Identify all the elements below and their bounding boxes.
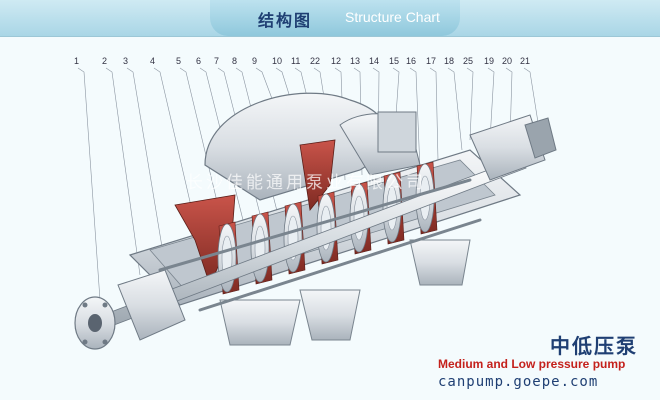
leader-line <box>153 67 201 246</box>
website-url: canpump.goepe.com <box>438 374 599 390</box>
leader-line <box>466 67 474 141</box>
part-number-3: 3 <box>123 56 129 66</box>
leader-line <box>179 67 226 236</box>
part-number-22: 22 <box>310 56 321 66</box>
pump-feet <box>219 239 471 346</box>
part-number-4: 4 <box>150 56 156 66</box>
part-number-20: 20 <box>502 56 513 66</box>
bearing-housing-left <box>117 269 186 341</box>
outlet-casing <box>204 92 421 201</box>
suction-chamber <box>174 139 336 287</box>
leader-line <box>487 67 495 141</box>
header-bar: 结构图 Structure Chart <box>0 0 660 37</box>
leader-line <box>505 67 513 141</box>
leader-line <box>392 67 400 131</box>
title-english: Structure Chart <box>345 9 440 25</box>
leader-line <box>105 67 141 276</box>
leader-line <box>447 67 463 151</box>
part-number-11: 11 <box>291 56 301 66</box>
part-number-14: 14 <box>369 56 380 66</box>
part-number-1: 1 <box>74 56 80 66</box>
leader-line <box>409 67 421 171</box>
product-name-english: Medium and Low pressure pump <box>438 357 626 371</box>
impeller-stage <box>283 201 306 275</box>
part-number-12: 12 <box>331 56 342 66</box>
part-number-5: 5 <box>176 56 182 66</box>
coupling-flange-left <box>74 296 116 350</box>
part-number-17: 17 <box>426 56 437 66</box>
part-number-9: 9 <box>252 56 258 66</box>
part-number-2: 2 <box>102 56 108 66</box>
part-number-8: 8 <box>232 56 238 66</box>
part-number-18: 18 <box>444 56 455 66</box>
part-number-10: 10 <box>272 56 283 66</box>
part-number-6: 6 <box>196 56 202 66</box>
leader-line <box>523 67 541 136</box>
bearing-housing-right <box>469 114 557 181</box>
part-number-21: 21 <box>520 56 531 66</box>
title-chinese: 结构图 <box>258 11 313 30</box>
leader-line <box>77 67 101 301</box>
header-tab <box>210 0 460 36</box>
company-watermark: 长沙佳能通用泵业有限公司 <box>186 173 426 193</box>
part-number-7: 7 <box>214 56 220 66</box>
part-number-19: 19 <box>484 56 495 66</box>
tie-bolts <box>158 178 482 312</box>
part-number-13: 13 <box>350 56 361 66</box>
part-number-16: 16 <box>406 56 417 66</box>
leader-line <box>126 67 166 266</box>
leader-line <box>429 67 439 161</box>
part-number-25: 25 <box>463 56 474 66</box>
pump-cutaway-diagram <box>74 67 557 350</box>
impeller-stage <box>250 211 273 285</box>
part-number-15: 15 <box>389 56 400 66</box>
impeller-stage <box>316 191 339 265</box>
product-name-chinese: 中低压泵 <box>550 334 638 358</box>
